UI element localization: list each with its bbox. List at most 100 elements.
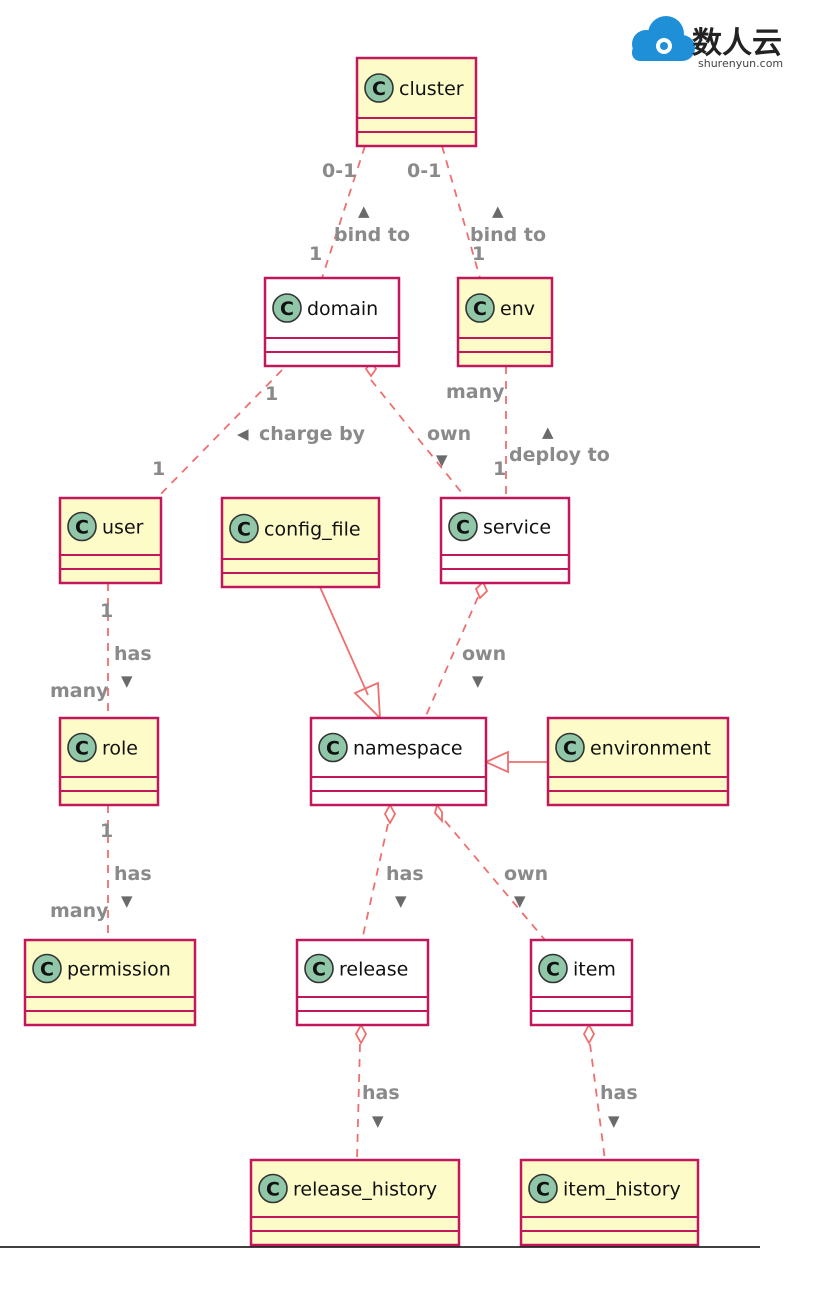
class-name: item [573, 959, 616, 981]
class-badge-letter: C [75, 517, 89, 539]
arrow-up-icon: ▲ [542, 423, 554, 441]
class-badge-icon [465, 293, 495, 323]
edge-configfile-namespace [319, 586, 369, 696]
class-badge-letter: C [326, 738, 340, 760]
mult-role-permission-from: 1 [100, 820, 113, 842]
class-badge-letter: C [563, 738, 577, 760]
mult-cluster-domain-from: 0-1 [322, 160, 356, 182]
mult-cluster-domain-to: 1 [309, 243, 322, 265]
class-name: env [500, 298, 535, 320]
edge-cluster-env [441, 145, 481, 279]
class-badge-letter: C [312, 959, 326, 981]
mult-env-service-from: many [446, 381, 505, 403]
arrow-down-icon: ▼ [514, 892, 526, 910]
label-namespace-release: has [386, 863, 424, 885]
class-badge-letter: C [536, 1179, 550, 1201]
label-release-history: has [362, 1082, 400, 1104]
class-badge-icon [258, 1173, 288, 1204]
label-domain-service: own [427, 423, 471, 445]
mult-domain-user-from: 1 [265, 383, 278, 405]
edge-item-history [589, 1043, 606, 1161]
class-badge-icon [32, 953, 62, 984]
class-badge-icon [538, 953, 568, 984]
edge-service-namespace [424, 596, 479, 719]
class-name: user [102, 517, 144, 539]
edge-namespace-item [444, 820, 546, 941]
class-badge-icon [555, 732, 585, 763]
mult-user-role-to: many [50, 680, 109, 702]
class-name: release [339, 959, 408, 981]
cloud-logo-icon [632, 16, 695, 61]
arrow-down-icon: ▼ [121, 892, 133, 910]
edge-domain-user [154, 369, 283, 501]
mult-cluster-env-to: 1 [472, 243, 485, 265]
logo: 数人云 shurenyun.com [632, 16, 783, 70]
class-box [58, 496, 163, 585]
edge-domain-service [370, 379, 467, 499]
class-name: permission [67, 959, 171, 981]
mult-user-role-from: 1 [100, 600, 113, 622]
arrow-down-icon: ▼ [372, 1112, 384, 1130]
class-name: environment [590, 738, 711, 760]
inheritance-triangle-icon [353, 681, 382, 721]
label-env-service: deploy to [509, 444, 610, 466]
class-badge-icon [67, 732, 97, 763]
arrow-down-icon: ▼ [395, 892, 407, 910]
label-cluster-domain: bind to [334, 224, 410, 246]
class-badge-icon [364, 73, 394, 103]
class-badge-letter: C [280, 298, 294, 320]
composition-diamond-icon [383, 803, 397, 825]
class-badge-letter: C [473, 298, 487, 320]
label-namespace-item: own [504, 863, 548, 885]
class-badge-letter: C [266, 1179, 280, 1201]
class-badge-icon [448, 511, 478, 542]
class-box [249, 1158, 461, 1247]
logo-site: shurenyun.com [698, 57, 783, 70]
arrow-left-icon: ◀ [237, 425, 249, 443]
relation-labels: 0-1 0-1 ▲ bind to ▲ bind to 1 1 1 many ◀… [50, 160, 638, 1130]
mult-env-service-to: 1 [493, 458, 506, 480]
class-name: item_history [563, 1179, 681, 1201]
class-badge-icon [229, 513, 259, 544]
edge-namespace-release [361, 823, 389, 941]
class-badge-icon [318, 732, 348, 763]
label-cluster-env: bind to [470, 224, 546, 246]
class-badge-letter: C [546, 959, 560, 981]
arrow-down-icon: ▼ [121, 672, 133, 690]
class-name: service [483, 517, 551, 539]
arrow-up-icon: ▲ [358, 202, 370, 220]
composition-diamond-icon [354, 1023, 368, 1045]
inheritance-triangle-icon [483, 750, 509, 774]
composition-diamond-icon [582, 1023, 596, 1045]
label-role-permission: has [114, 863, 152, 885]
label-service-namespace: own [462, 643, 506, 665]
class-name: cluster [399, 78, 464, 100]
class-name: domain [307, 298, 378, 320]
class-badge-icon [528, 1173, 558, 1204]
class-name: role [102, 738, 138, 760]
class-badge-icon [272, 293, 302, 323]
mult-role-permission-to: many [50, 900, 109, 922]
edge-release-history [356, 1043, 361, 1161]
class-badge-letter: C [75, 738, 89, 760]
aggregation-diamond-icon [434, 802, 443, 824]
label-domain-user: charge by [259, 423, 366, 445]
class-name: config_file [264, 519, 361, 541]
mult-domain-user-to: 1 [152, 458, 165, 480]
